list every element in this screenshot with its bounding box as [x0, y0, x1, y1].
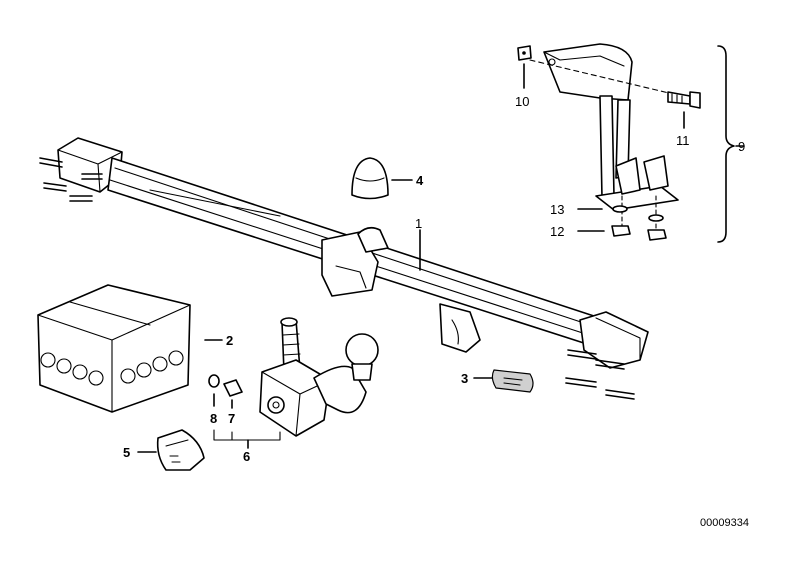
part-label-7: 7 [228, 411, 235, 426]
cap-part-4: 4 [351, 157, 424, 200]
part-label-6: 6 [243, 449, 250, 464]
bolt-part-11: 11 [667, 91, 701, 148]
box-part-2: 2 [37, 284, 233, 413]
plate-part-3: 3 [461, 369, 534, 393]
right-mounting-studs [565, 349, 635, 400]
bracket-assembly-part-9: 10 11 13 12 9 [515, 43, 745, 243]
part-label-2: 2 [226, 333, 233, 348]
left-mounting-studs [39, 157, 103, 202]
washer-part-8: 8 [208, 374, 220, 426]
part-label-11: 11 [676, 133, 690, 148]
nut-part-12: 12 [550, 224, 667, 241]
diagram-code: 00009334 [700, 517, 749, 529]
part-label-8: 8 [210, 411, 217, 426]
plate-part-10: 10 [515, 45, 532, 109]
part-label-9: 9 [738, 139, 745, 154]
part-label-13: 13 [550, 202, 564, 217]
part-label-12: 12 [550, 224, 564, 239]
nut-part-7: 7 [223, 379, 243, 426]
part-label-5: 5 [123, 445, 130, 460]
part-label-3: 3 [461, 371, 468, 386]
crossbeam-part-1: 1 [39, 137, 649, 400]
part-label-4: 4 [416, 173, 424, 188]
ball-hitch-part-6: 6 [213, 317, 379, 464]
part-label-10: 10 [515, 94, 529, 109]
part-label-1: 1 [415, 216, 422, 231]
box-rollers [40, 350, 184, 386]
socket-part-5: 5 [123, 429, 205, 471]
washer-part-13: 13 [550, 202, 664, 222]
